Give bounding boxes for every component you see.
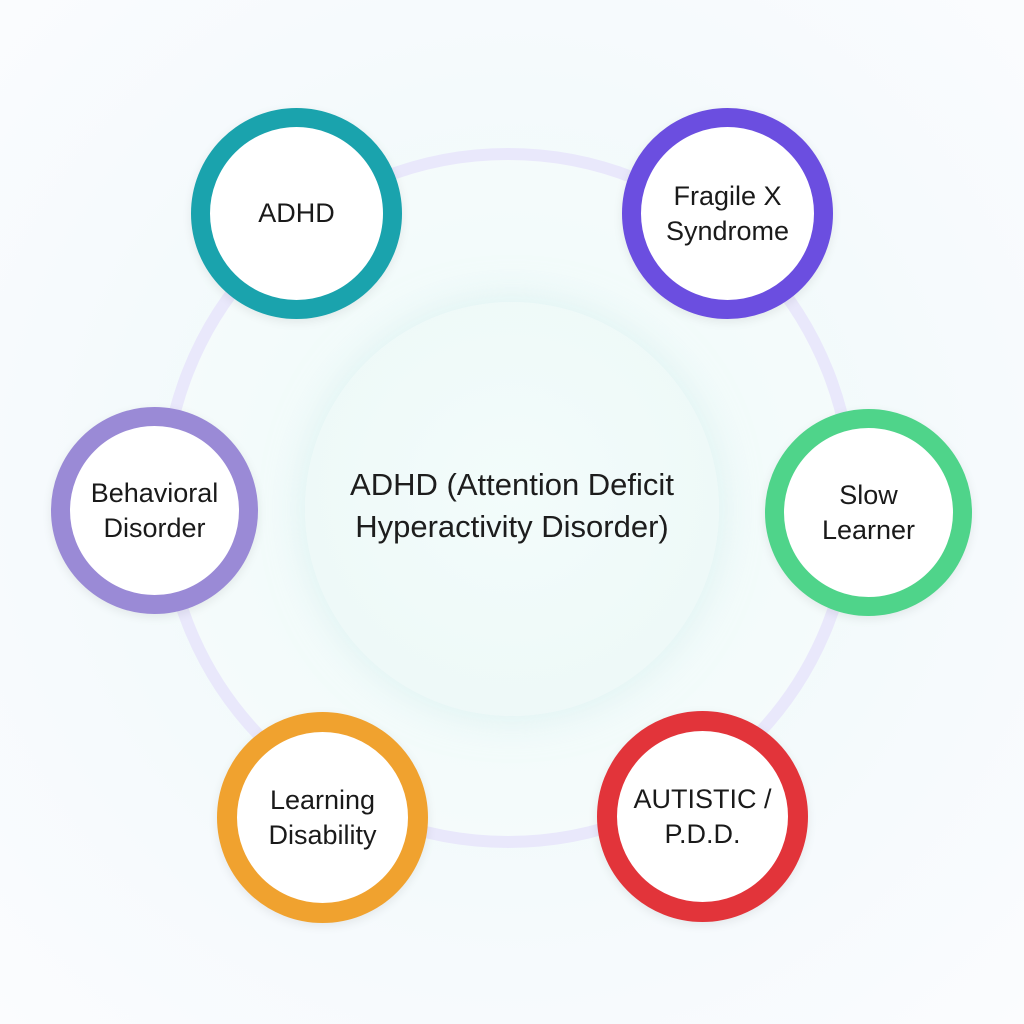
- node-label-autistic-pdd: AUTISTIC / P.D.D.: [633, 783, 772, 849]
- node-label-learning-disability: Learning Disability: [268, 784, 377, 850]
- node-behavioral-disorder: Behavioral Disorder: [51, 407, 258, 614]
- center-circle: ADHD (Attention Deficit Hyperactivity Di…: [305, 302, 719, 716]
- node-adhd: ADHD: [191, 108, 402, 319]
- node-slow-learner: Slow Learner: [765, 409, 972, 616]
- node-label-adhd: ADHD: [258, 198, 335, 228]
- center-label: ADHD (Attention Deficit Hyperactivity Di…: [350, 464, 674, 548]
- node-label-slow-learner: Slow Learner: [821, 479, 916, 545]
- center-label-line-2: Hyperactivity Disorder): [355, 509, 669, 544]
- node-autistic-pdd: AUTISTIC / P.D.D.: [597, 711, 808, 922]
- node-learning-disability: Learning Disability: [217, 712, 428, 923]
- center-label-line-1: ADHD (Attention Deficit: [350, 467, 674, 502]
- node-label-behavioral-disorder: Behavioral Disorder: [90, 477, 219, 543]
- node-label-fragile-x-syndrome: Fragile X Syndrome: [665, 180, 790, 246]
- node-fragile-x-syndrome: Fragile X Syndrome: [622, 108, 833, 319]
